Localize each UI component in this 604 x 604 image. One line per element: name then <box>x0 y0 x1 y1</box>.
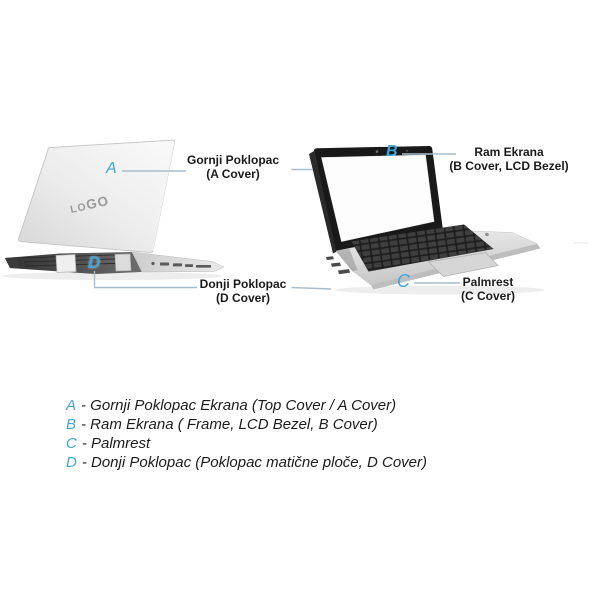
legend-letter-a: A <box>66 397 77 414</box>
callout-lines <box>93 153 460 290</box>
legend-letter-d: D <box>66 454 77 471</box>
legend-row-c: C- Palmrest <box>66 434 427 453</box>
legend-row-d: D- Donji Poklopac (Poklopac matične ploč… <box>66 453 427 472</box>
closed-laptop-lid-edge-highlight <box>151 142 175 251</box>
open-laptop-lid-edge <box>309 151 337 254</box>
open-laptop-shadow <box>336 285 544 295</box>
legend-row-b: B- Ram Ekrana ( Frame, LCD Bezel, B Cove… <box>66 415 427 434</box>
label-a-cover: Gornji Poklopac (A Cover) <box>178 153 288 181</box>
label-d-line2: (D Cover) <box>215 290 270 305</box>
legend-text-a: - Gornji Poklopac Ekrana (Top Cover / A … <box>81 397 397 414</box>
open-laptop-side-ports <box>326 256 350 275</box>
label-c-cover: Palmrest (C Cover) <box>438 275 538 303</box>
label-b-line2: (B Cover, LCD Bezel) <box>449 158 569 173</box>
legend-letter-c: C <box>66 435 77 452</box>
legend-letter-b: B <box>66 416 77 433</box>
label-a-line1: Gornji Poklopac <box>186 153 279 167</box>
closed-laptop-illustration: LOGO <box>2 139 225 280</box>
legend-text-d: - Donji Poklopac (Poklopac matične ploče… <box>81 454 427 471</box>
webcam-dot <box>375 150 379 153</box>
marker-c: C <box>397 271 410 291</box>
closed-laptop-hinge-right <box>114 253 132 272</box>
closed-laptop-shadow <box>2 272 222 280</box>
label-b-cover: Ram Ekrana (B Cover, LCD Bezel) <box>428 145 590 173</box>
legend: A- Gornji Poklopac Ekrana (Top Cover / A… <box>66 396 427 472</box>
closed-laptop-side <box>131 251 225 273</box>
closed-laptop-left-cap <box>5 257 19 269</box>
open-laptop-touchpad <box>427 252 499 277</box>
closed-laptop-side-ports <box>151 261 211 268</box>
callout-line-d-right <box>291 286 332 290</box>
closed-laptop-hinge-left <box>55 254 77 273</box>
legend-row-a: A- Gornji Poklopac Ekrana (Top Cover / A… <box>66 396 427 415</box>
marker-b: B <box>386 143 398 160</box>
label-a-line2: (A Cover) <box>206 166 260 181</box>
legend-text-c: - Palmrest <box>81 435 151 452</box>
label-c-line1: Palmrest <box>462 275 514 289</box>
label-b-line1: Ram Ekrana <box>474 145 544 159</box>
marker-d: D <box>88 253 101 272</box>
legend-text-b: - Ram Ekrana ( Frame, LCD Bezel, B Cover… <box>81 416 378 433</box>
power-button-dot <box>485 232 489 237</box>
callout-line-d <box>93 271 197 289</box>
open-laptop-screen <box>321 154 435 242</box>
faint-artifact <box>573 242 588 244</box>
label-c-line2: (C Cover) <box>460 288 515 303</box>
microphone-dot <box>406 149 408 152</box>
open-laptop-hinge <box>336 249 358 272</box>
laptop-logo: LOGO <box>69 193 111 216</box>
open-laptop-keyboard-keys <box>351 224 494 272</box>
label-d-cover: Donji Poklopac (D Cover) <box>188 277 298 305</box>
open-laptop-illustration <box>309 146 544 295</box>
marker-a: A <box>106 160 117 177</box>
label-d-line1: Donji Poklopac <box>199 277 287 291</box>
